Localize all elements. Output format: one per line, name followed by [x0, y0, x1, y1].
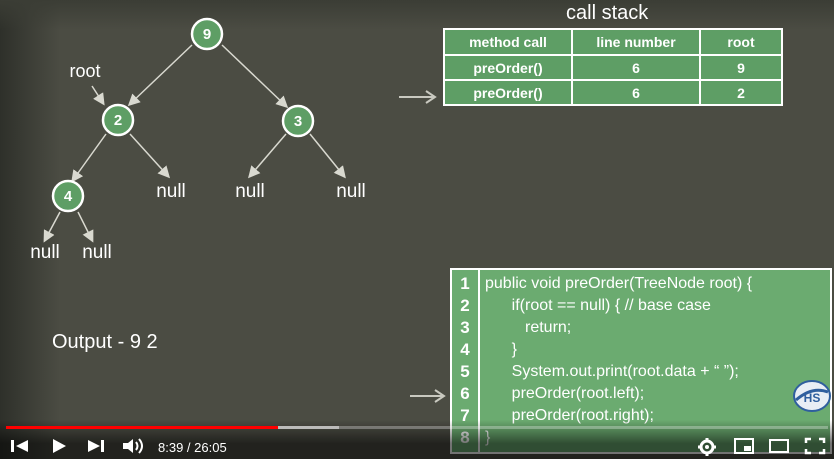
column-header: method call [443, 28, 573, 56]
code-line: preOrder(root.left); [485, 385, 645, 402]
svg-text:4: 4 [64, 188, 73, 205]
null-label: null [336, 181, 366, 202]
theater-mode-icon[interactable] [768, 437, 790, 455]
code-line: System.out.print(root.data + “ ”); [485, 363, 739, 380]
tree-node-2: 2 [101, 103, 135, 137]
null-label: null [30, 242, 60, 263]
table-row: preOrder() 6 2 [443, 79, 783, 106]
root-cell: 9 [699, 54, 783, 81]
root-pointer-arrow [91, 85, 105, 106]
svg-text:9: 9 [203, 26, 211, 43]
stack-arrow-head [425, 90, 437, 104]
edge-4-null-left [43, 211, 61, 243]
progress-played [6, 426, 278, 429]
edge-2-4 [71, 133, 107, 183]
edge-9-2 [127, 44, 193, 107]
table-header-row: method call line number root [443, 28, 783, 56]
svg-text:3: 3 [294, 113, 302, 130]
channel-logo: HS [793, 380, 831, 412]
tree-node-3: 3 [281, 104, 315, 138]
tree-node-9: 9 [190, 17, 224, 51]
line-cell: 6 [571, 54, 701, 81]
code-line: preOrder(root.right); [485, 407, 654, 424]
time-display: 8:39 / 26:05 [158, 440, 227, 455]
edge-3-null-right [309, 133, 346, 179]
column-header: line number [571, 28, 701, 56]
code-line: return; [485, 319, 572, 336]
line-number: 2 [460, 296, 470, 315]
method-cell: preOrder() [443, 79, 573, 106]
svg-text:HS: HS [804, 391, 821, 405]
null-label: null [235, 181, 265, 202]
progress-bar[interactable] [6, 426, 828, 429]
root-pointer-label: root [69, 61, 100, 81]
edge-2-null [129, 133, 171, 179]
fullscreen-icon[interactable] [804, 437, 826, 455]
call-stack-table: method call line number root preOrder() … [443, 28, 783, 106]
tree-node-4: 4 [51, 179, 85, 213]
miniplayer-icon[interactable] [733, 437, 755, 455]
svg-text:2: 2 [114, 112, 122, 129]
line-number: 4 [460, 340, 470, 359]
method-cell: preOrder() [443, 54, 573, 81]
column-header: root [699, 28, 783, 56]
null-label: null [156, 181, 186, 202]
vignette-top [0, 0, 834, 30]
null-label: null [82, 242, 112, 263]
table-row: preOrder() 6 9 [443, 54, 783, 81]
settings-icon[interactable] [697, 437, 717, 457]
call-stack-title: call stack [566, 2, 649, 24]
code-line: if(root == null) { // base case [485, 297, 711, 314]
volume-icon[interactable] [120, 437, 146, 455]
line-number: 5 [460, 362, 470, 381]
line-number: 1 [460, 274, 470, 293]
previous-icon[interactable] [8, 437, 32, 455]
root-cell: 2 [699, 79, 783, 106]
edge-3-null-left [248, 133, 287, 179]
edge-9-3 [221, 44, 289, 109]
code-line: } [485, 341, 518, 358]
output-text: Output - 9 2 [52, 331, 158, 353]
code-line: public void preOrder(TreeNode root) { [485, 275, 753, 292]
line-number: 3 [460, 318, 470, 337]
code-arrow-head [434, 389, 446, 403]
edge-4-null-right [77, 211, 94, 243]
line-number: 7 [460, 406, 470, 425]
line-cell: 6 [571, 79, 701, 106]
next-icon[interactable] [84, 437, 108, 455]
line-number: 6 [460, 384, 470, 403]
play-icon[interactable] [48, 437, 70, 455]
